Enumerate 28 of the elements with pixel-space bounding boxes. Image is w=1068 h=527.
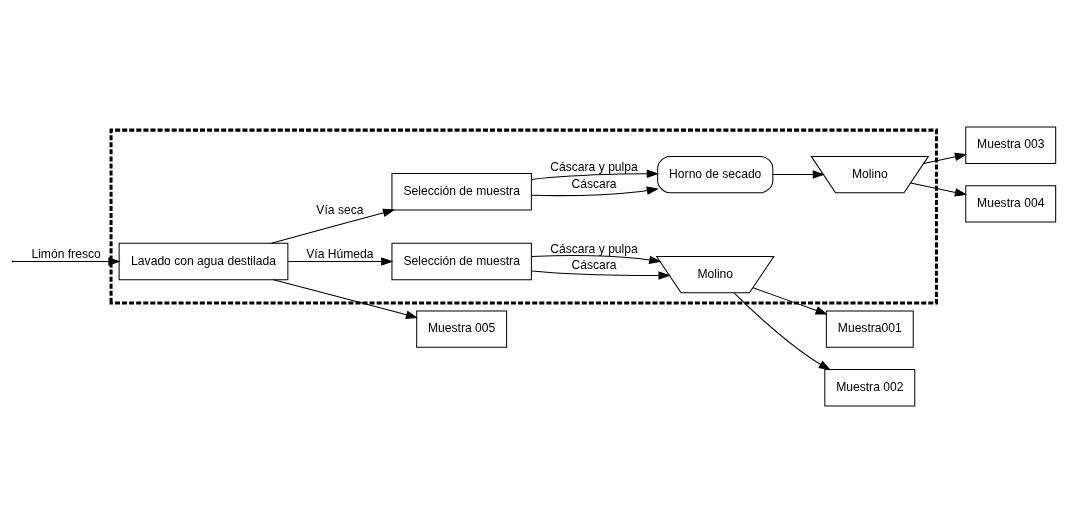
node-box: Muestra 002 <box>824 368 916 406</box>
edge-label: Cáscara <box>571 257 617 272</box>
arrow <box>733 291 831 370</box>
edge-label: Cáscara y pulpa <box>550 159 638 174</box>
arrow <box>923 152 968 164</box>
arrow <box>270 208 396 244</box>
edge-label: Vía seca <box>316 202 364 217</box>
arrow <box>772 169 825 179</box>
node-box: Lavado con agua destilada <box>118 242 289 280</box>
node-box: Selección de muestra <box>391 242 532 280</box>
arrow <box>531 270 671 280</box>
node-box: Muestra 004 <box>965 184 1057 223</box>
edge-label: Limón fresco <box>31 246 101 261</box>
arrow <box>287 256 394 266</box>
node-box: Selección de muestra <box>391 172 532 210</box>
arrow <box>531 254 662 264</box>
edge-label: Vía Húmeda <box>306 246 374 261</box>
node-box: Horno de secado <box>657 155 774 193</box>
arrow <box>531 185 659 196</box>
edge-label: Cáscara <box>571 176 617 191</box>
node-box: Muestra 003 <box>965 126 1057 164</box>
arrow <box>531 168 659 180</box>
arrow <box>752 286 828 314</box>
arrow <box>910 181 967 197</box>
arrow <box>273 278 418 319</box>
node-box: Muestra001 <box>825 309 914 348</box>
node-box: Muestra 005 <box>416 309 508 348</box>
edge-label: Cáscara y pulpa <box>550 241 638 256</box>
